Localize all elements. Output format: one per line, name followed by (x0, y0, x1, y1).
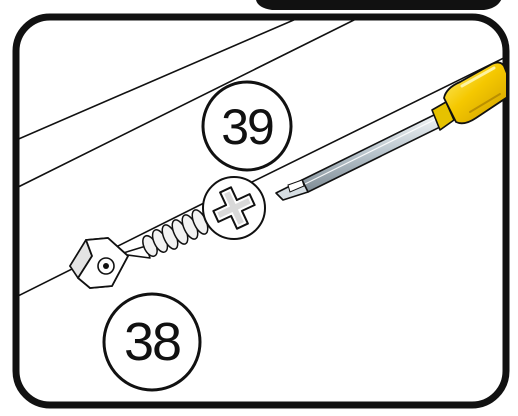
callout-39: 39 (201, 80, 293, 172)
screw-thread (119, 209, 209, 259)
corner-bracket-icon (69, 237, 129, 289)
header-tab (256, 0, 502, 10)
phillips-screw-icon (202, 176, 266, 240)
callout-38: 38 (102, 292, 202, 392)
callout-39-label: 39 (221, 99, 273, 155)
callout-38-label: 38 (124, 312, 180, 372)
screwdriver-icon (275, 61, 506, 201)
